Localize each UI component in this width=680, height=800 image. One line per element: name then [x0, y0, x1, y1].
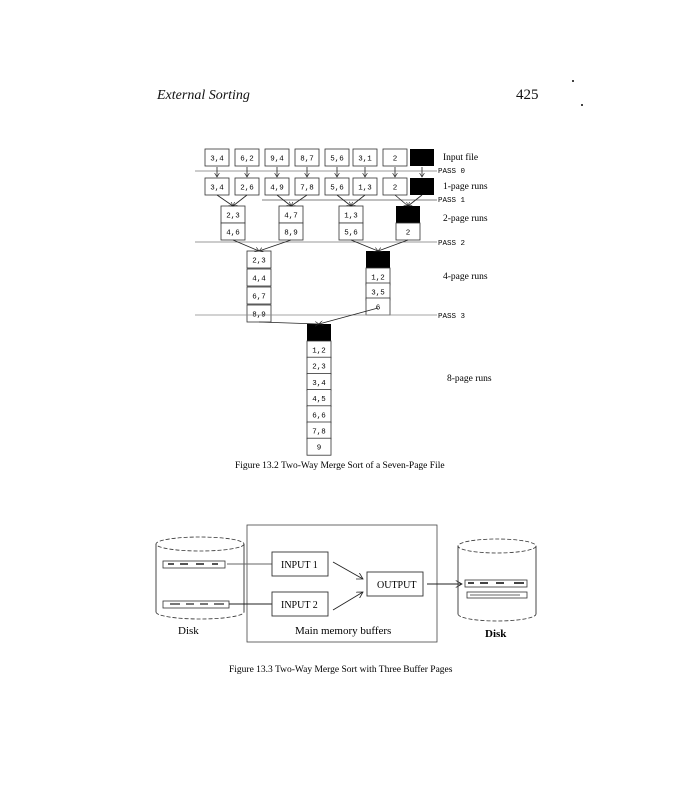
input-1-label: INPUT 1: [281, 560, 318, 571]
run2-page-text: 2,3: [226, 213, 240, 221]
main-memory-label: Main memory buffers: [295, 625, 391, 637]
input-1-buffer: [271, 551, 329, 577]
merge-arrow: [394, 194, 408, 206]
run4-page-text: 8,9: [252, 312, 266, 320]
run1-page-text: 2: [393, 185, 398, 193]
label-8-page-runs: 8-page runs: [447, 374, 492, 384]
label-pass-1: PASS 1: [438, 197, 466, 205]
input-page: [264, 148, 290, 167]
run4-page-text: 1,2: [371, 275, 385, 283]
run4-page: [246, 268, 272, 287]
output-buffer: [366, 571, 424, 597]
input-page-text: 6,2: [240, 156, 254, 164]
run8-page-text: 2,3: [312, 364, 326, 372]
label-pass-3: PASS 3: [438, 313, 466, 321]
disk-left-icon: [155, 536, 245, 620]
arrow-input2-to-output: [332, 592, 363, 611]
run1-page-text: 3,4: [210, 185, 224, 193]
label-pass-0: PASS 0: [438, 168, 466, 176]
merge-arrow: [378, 239, 409, 251]
input-2-label: INPUT 2: [281, 600, 318, 611]
merge-arrow: [216, 194, 233, 206]
run2-page-text: 4,6: [226, 230, 240, 238]
run2-page-text: 8,9: [284, 230, 298, 238]
run2-page-text: 2: [406, 230, 411, 238]
run4-page-text: 3,5: [371, 290, 385, 298]
label-1-page-runs: 1-page runs: [443, 182, 488, 192]
disk-page-strip: [162, 560, 226, 569]
figure-13-3-caption: Figure 13.3 Two-Way Merge Sort with Thre…: [229, 664, 453, 675]
run2-page-text: 1,3: [344, 213, 358, 221]
merge-arrow: [319, 307, 379, 324]
input-page-text: 9,4: [270, 156, 284, 164]
run4-empty-page: [366, 251, 390, 268]
run8-page: [306, 437, 332, 456]
figure-buffer-diagram: Disk Main memory buffers INPUT 1 INPUT 2…: [155, 524, 537, 675]
run1-empty-page: [410, 178, 434, 195]
output-label: OUTPUT: [377, 580, 416, 591]
disk-page-strip: [162, 600, 230, 609]
scan-speck: [572, 80, 574, 82]
merge-arrow: [336, 194, 351, 206]
run2-empty-page: [396, 206, 420, 223]
merge-arrow: [408, 194, 423, 206]
run8-page-text: 7,8: [312, 429, 326, 437]
input-page-text: 5,6: [330, 156, 344, 164]
run2-page-text: 4,7: [284, 213, 298, 221]
input-page-text: 3,1: [358, 156, 372, 164]
input-page: [352, 148, 378, 167]
run8-page-text: 6,6: [312, 412, 326, 420]
run8-page-text: 1,2: [312, 348, 326, 356]
input-page-text: 3,4: [210, 156, 224, 164]
page-number: 425: [516, 87, 539, 103]
input-page: [324, 148, 350, 167]
merge-arrow: [233, 194, 248, 206]
merge-arrow: [276, 194, 291, 206]
figure-merge-tree: 3,4 6,2 9,4 8,7 5,6 3,1 2 3,4 2,6 4,9 7,8 5,6 1,3 2 2,…: [195, 148, 492, 471]
run1-page-text: 5,6: [330, 185, 344, 193]
run1-page-text: 4,9: [270, 185, 284, 193]
run8-page-text: 9: [317, 445, 322, 453]
merge-arrow: [259, 239, 292, 251]
input-page: [294, 148, 320, 167]
merge-arrow: [258, 322, 319, 324]
input-page-text: 8,7: [300, 156, 314, 164]
input-empty-page: [410, 149, 434, 166]
label-input-file: Input file: [443, 152, 478, 163]
input-2-buffer: [271, 591, 329, 617]
disk-right-icon: [457, 538, 537, 622]
merge-arrow: [350, 239, 378, 251]
main-memory-region: [246, 524, 438, 643]
scan-speck: [581, 104, 583, 106]
label-4-page-runs: 4-page runs: [443, 272, 488, 282]
running-header-title: External Sorting: [157, 88, 250, 103]
label-2-page-runs: 2-page runs: [443, 214, 488, 224]
label-pass-2: PASS 2: [438, 240, 465, 248]
disk-right-label: Disk: [485, 628, 507, 640]
merge-arrow: [291, 194, 308, 206]
disk-left-label: Disk: [178, 625, 199, 637]
merge-tree-diagram: 3,4 6,2 9,4 8,7 5,6 3,1 2 3,4 2,6 4,9 7,8 5,6 1,3 2 2,…: [195, 148, 437, 456]
run4-page-text: 2,3: [252, 258, 266, 266]
input-page-text: 2: [393, 156, 398, 164]
run4-page-text: 4,4: [252, 276, 266, 284]
arrow-input1-to-output: [332, 561, 363, 579]
run8-page-text: 4,5: [312, 396, 326, 404]
input-page: [234, 148, 260, 167]
figure-13-2-caption: Figure 13.2 Two-Way Merge Sort of a Seve…: [235, 460, 445, 471]
run1-page-text: 7,8: [300, 185, 314, 193]
run1-page-text: 1,3: [358, 185, 372, 193]
run1-page-text: 2,6: [240, 185, 254, 193]
run4-page: [246, 286, 272, 305]
input-page: [204, 148, 230, 167]
run4-page-text: 6,7: [252, 294, 266, 302]
merge-arrow: [232, 239, 259, 251]
run8-empty-page: [307, 324, 331, 341]
run2-page-text: 5,6: [344, 230, 358, 238]
merge-arrow: [351, 194, 366, 206]
run8-page-text: 3,4: [312, 380, 326, 388]
run4-page-text: 6: [376, 305, 381, 313]
input-page: [382, 148, 408, 167]
